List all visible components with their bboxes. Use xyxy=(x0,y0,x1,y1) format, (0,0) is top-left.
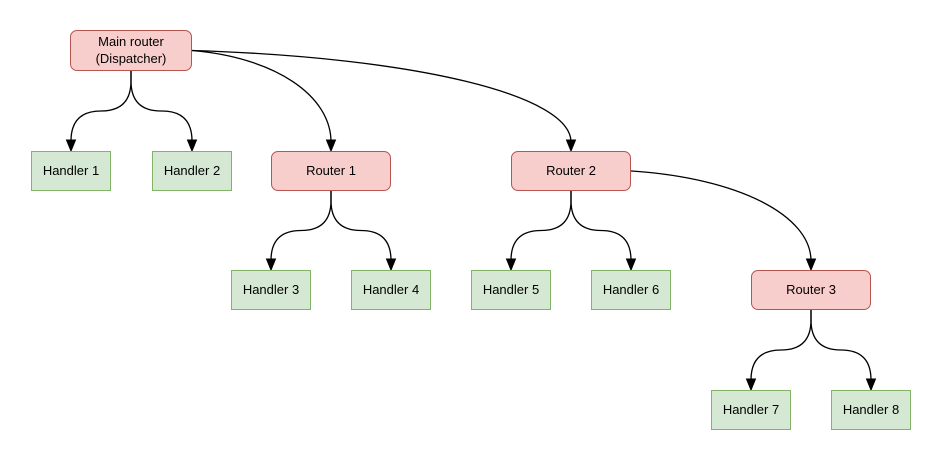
node-h5: Handler 5 xyxy=(471,270,551,310)
node-label-h4: Handler 4 xyxy=(362,281,420,297)
edge-main-r2 xyxy=(191,49,572,143)
edge-r3-h8 xyxy=(810,310,872,381)
node-label-r2: Router 2 xyxy=(546,162,596,178)
arrowhead-r2-h5 xyxy=(505,258,517,272)
node-h6: Handler 6 xyxy=(591,270,671,310)
node-label-h7: Handler 7 xyxy=(722,401,780,417)
node-label-h8: Handler 8 xyxy=(842,401,900,417)
node-label-r1: Router 1 xyxy=(306,162,356,178)
arrowhead-r1-h4 xyxy=(385,258,397,272)
arrowhead-r3-h7 xyxy=(745,378,757,392)
node-h2: Handler 2 xyxy=(152,151,232,191)
node-label-h6: Handler 6 xyxy=(602,281,660,297)
edge-main-r1 xyxy=(191,49,332,143)
node-label-r3: Router 3 xyxy=(786,281,836,297)
edge-r1-h3 xyxy=(270,191,332,261)
node-label-h2: Handler 2 xyxy=(163,162,221,178)
node-r1: Router 1 xyxy=(271,151,391,191)
edge-main-h2 xyxy=(130,71,193,142)
edge-main-h1 xyxy=(70,71,132,142)
node-r3: Router 3 xyxy=(751,270,871,310)
arrowhead-r1-h3 xyxy=(265,258,277,272)
edge-r2-h5 xyxy=(510,191,572,261)
arrowhead-main-h2 xyxy=(186,139,198,153)
node-h4: Handler 4 xyxy=(351,270,431,310)
node-label-main: Main router (Dispatcher) xyxy=(95,33,167,66)
edge-r3-h7 xyxy=(750,310,812,381)
node-label-h3: Handler 3 xyxy=(242,281,300,297)
node-label-h1: Handler 1 xyxy=(42,162,100,178)
edge-r2-r3 xyxy=(630,170,812,262)
arrowhead-r3-h8 xyxy=(865,378,877,392)
node-h1: Handler 1 xyxy=(31,151,111,191)
arrowhead-r2-h6 xyxy=(625,258,637,272)
node-label-h5: Handler 5 xyxy=(482,281,540,297)
edge-r2-h6 xyxy=(570,191,632,261)
arrowhead-main-r2 xyxy=(565,139,577,153)
arrowhead-r2-r3 xyxy=(805,258,817,272)
node-h7: Handler 7 xyxy=(711,390,791,430)
arrowhead-main-r1 xyxy=(325,139,337,153)
node-h8: Handler 8 xyxy=(831,390,911,430)
node-r2: Router 2 xyxy=(511,151,631,191)
node-main: Main router (Dispatcher) xyxy=(70,30,192,71)
node-h3: Handler 3 xyxy=(231,270,311,310)
edge-r1-h4 xyxy=(330,191,392,261)
arrowhead-main-h1 xyxy=(65,139,77,153)
